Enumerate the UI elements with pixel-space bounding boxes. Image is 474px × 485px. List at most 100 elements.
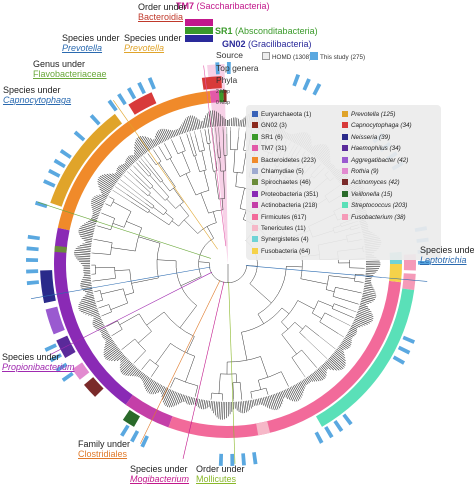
phylum-legend-item: Actinobacteria (218) (252, 202, 317, 210)
tree-branch (186, 134, 195, 157)
genus-band (45, 306, 65, 335)
genus-legend-item: Neisseria (39) (342, 133, 390, 142)
genome-size-bar (96, 325, 105, 330)
genome-size-bar (249, 400, 252, 409)
genome-size-bar (189, 397, 192, 405)
genome-size-bar (317, 368, 326, 378)
genome-size-bar (101, 331, 108, 335)
genome-size-bar (181, 124, 185, 134)
genome-size-bar (135, 139, 146, 154)
genome-size-bar (282, 390, 286, 398)
genome-size-bar (103, 343, 116, 353)
source-study-tick (117, 93, 127, 106)
genome-size-bar (120, 357, 127, 363)
tree-leaf (194, 131, 196, 136)
genome-size-bar (180, 126, 184, 134)
genome-size-bar (134, 141, 145, 155)
source-study-tick (342, 413, 353, 426)
genome-size-bar (162, 388, 169, 400)
genome-size-bar (286, 388, 294, 402)
legend-swatch (342, 145, 348, 152)
genome-size-bar (105, 338, 113, 343)
tree-leaf (112, 189, 132, 203)
genome-size-bar (355, 316, 370, 324)
genome-size-bar (341, 342, 350, 348)
tree-branch (179, 305, 197, 329)
tree-branch (185, 173, 197, 196)
tree-leaf (305, 337, 328, 359)
source-study-tick (53, 158, 66, 169)
tree-branch (324, 312, 333, 317)
genome-size-bar (154, 384, 161, 394)
gn02-label: GN02 (Gracilibacteria) (222, 39, 312, 49)
tree-branch (97, 225, 111, 231)
genome-size-bar (304, 378, 309, 385)
genome-size-bar (184, 395, 188, 402)
tree-leaf (211, 127, 217, 161)
genome-size-bar (142, 376, 148, 383)
genome-size-bar (251, 399, 254, 408)
tree-branch (148, 194, 168, 211)
source-study-tick (107, 99, 118, 112)
genome-size-bar (301, 380, 306, 387)
tree-branch (151, 186, 166, 201)
genome-size-bar (315, 370, 324, 381)
genome-size-bar (198, 119, 202, 129)
genome-size-bar (114, 173, 121, 178)
tree-branch (237, 136, 239, 150)
tree-arc (299, 325, 306, 333)
source-study-tick (34, 200, 48, 209)
tree-branch (204, 129, 208, 144)
source-study-tick (241, 453, 246, 466)
genome-size-bar (262, 397, 266, 407)
genus-band (40, 270, 56, 304)
genome-size-bar (264, 396, 269, 408)
tree-branch (157, 259, 177, 262)
genome-size-bar (216, 401, 219, 418)
legend-swatch (252, 247, 258, 254)
tree-branch (200, 192, 209, 214)
tree-branch (206, 226, 214, 239)
genome-size-bar (123, 364, 134, 375)
genome-size-bar (358, 309, 373, 315)
genome-size-bar (91, 206, 101, 212)
genome-size-bar (236, 117, 238, 127)
source-study-tick (312, 83, 322, 96)
tree-branch (149, 163, 163, 181)
genome-size-bar (349, 329, 357, 334)
genome-size-bar (292, 385, 301, 400)
tree-branch (232, 382, 234, 399)
tree-arc (134, 338, 146, 351)
tree-arc (108, 304, 112, 312)
genome-size-bar (134, 146, 142, 157)
tree-arc (218, 198, 225, 200)
tree-branch (145, 199, 155, 207)
tree-branch (233, 149, 236, 173)
genome-size-bar (117, 166, 125, 173)
genome-size-bar (98, 194, 107, 200)
tree-arc (177, 150, 186, 155)
tree-branch (291, 357, 301, 371)
genome-size-bar (365, 274, 374, 276)
genome-size-bar (83, 288, 93, 291)
legend-swatch (342, 133, 348, 140)
genome-size-bar (295, 383, 303, 396)
genome-size-bar (214, 110, 217, 127)
tree-arc (150, 185, 154, 189)
genome-size-bar (92, 318, 102, 324)
tree-branch (260, 356, 269, 378)
tree-branch (180, 276, 202, 287)
source-study-tick (215, 62, 220, 75)
genome-size-bar (80, 281, 92, 284)
source-study-tick (314, 431, 324, 444)
genome-size-bar (122, 163, 129, 170)
genome-size-bar (180, 394, 184, 404)
legend-swatch (342, 168, 348, 174)
tree-leaf (316, 367, 318, 369)
genome-size-bar (347, 332, 355, 337)
genome-size-bar (323, 362, 332, 370)
source-study-tick (218, 453, 224, 466)
genome-size-bar (213, 401, 216, 414)
genome-size-bar (102, 333, 110, 339)
genus-legend-item: Aggregatibacter (42) (342, 156, 408, 165)
